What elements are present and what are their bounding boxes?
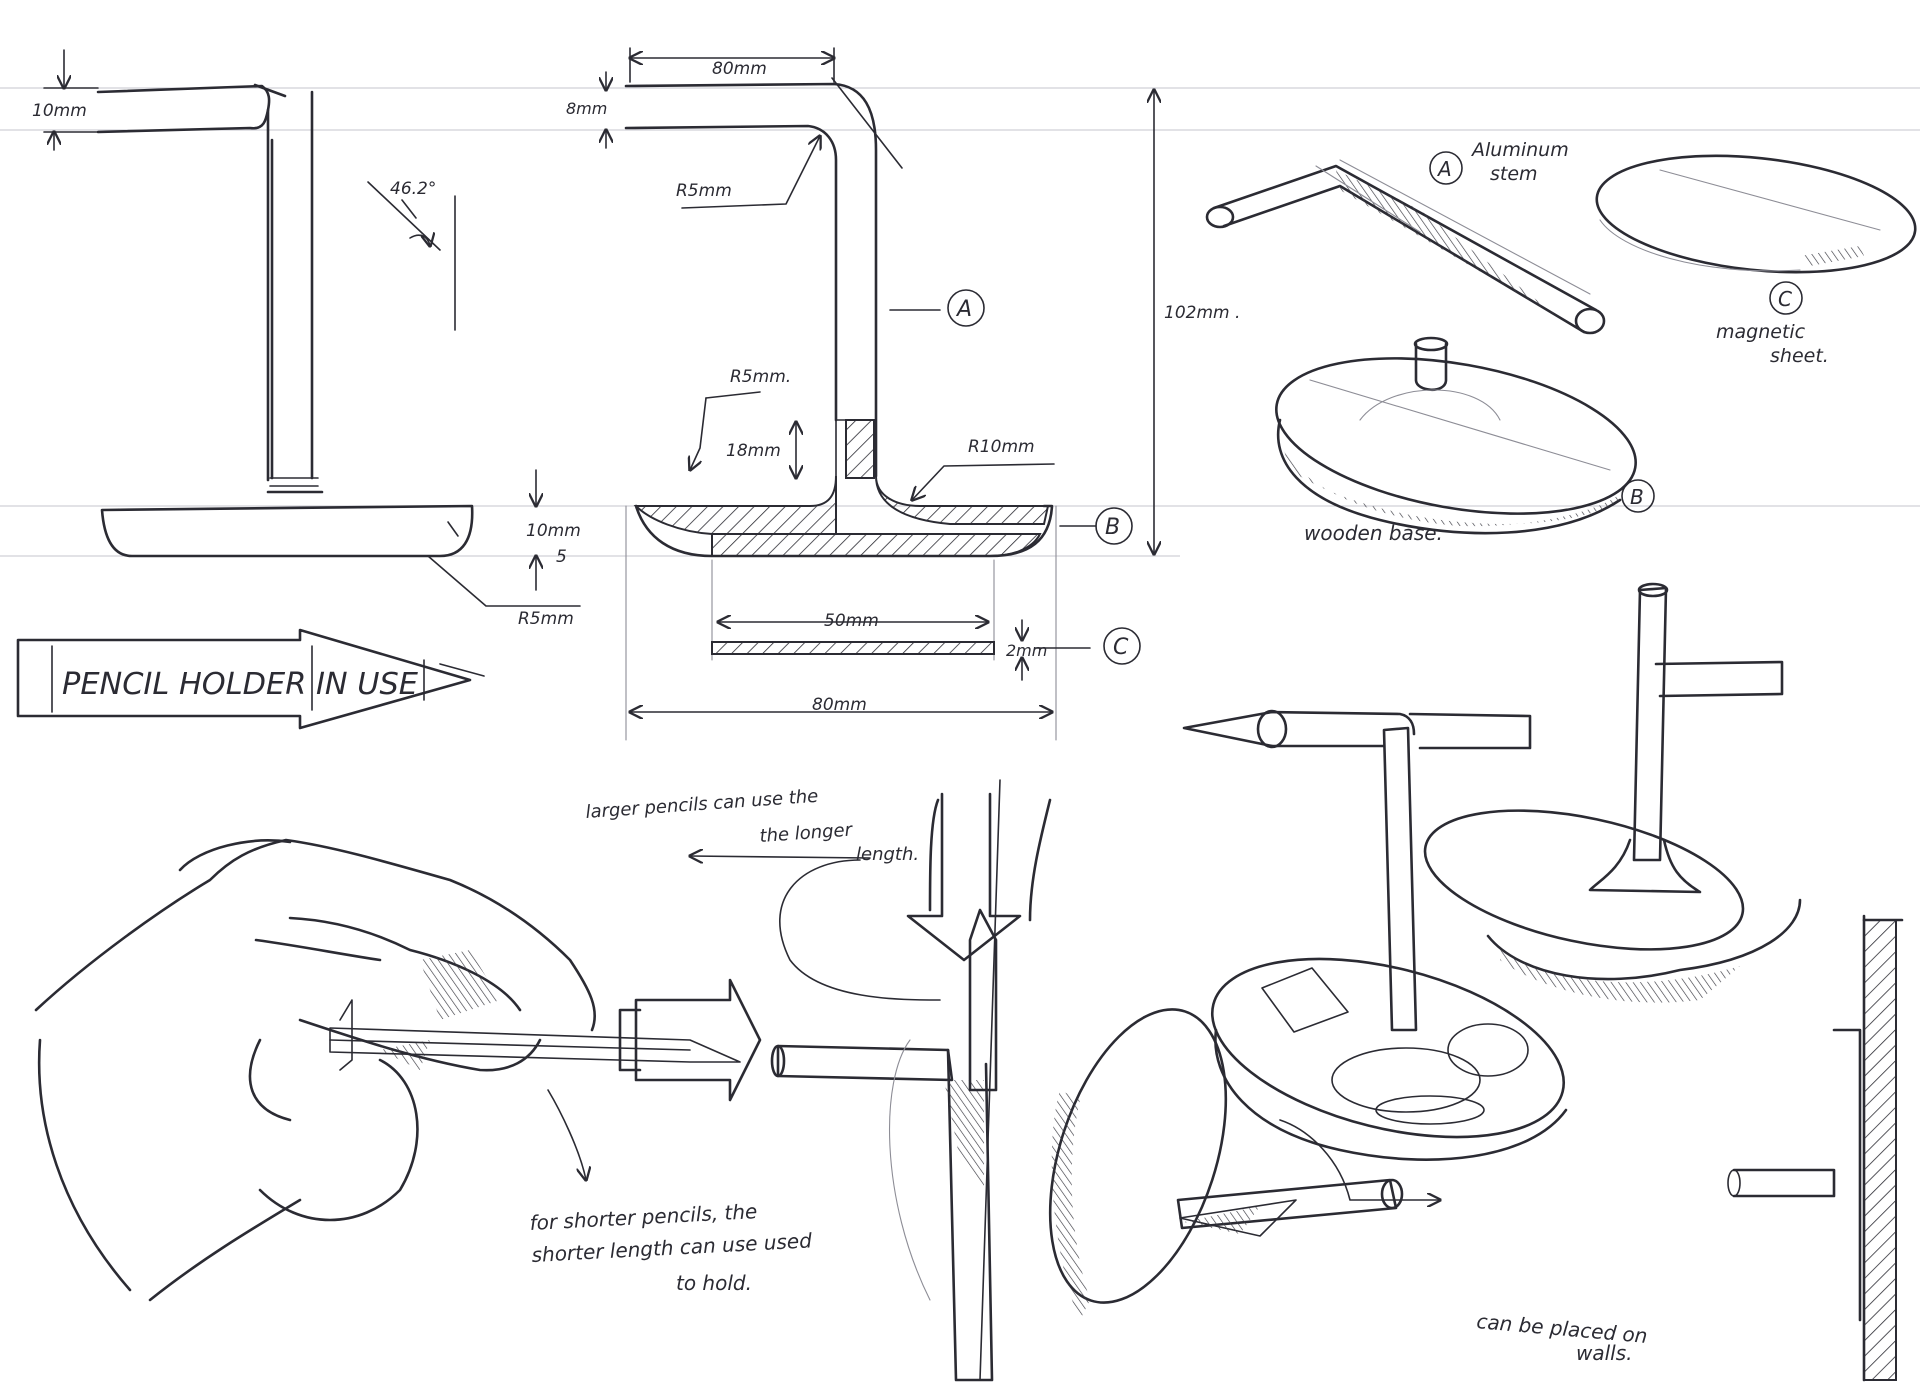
callout-b-circle [1095,507,1133,545]
label-wooden-base: wooden base. [1304,521,1443,545]
callout-a2-label: A [1436,157,1452,181]
dim-fillet-radius: R10mm [968,437,1035,457]
note-longer-line2: the longer [759,819,854,847]
dim-base-width: 80mm [812,695,867,715]
note-shorter-line2: shorter length can use used [531,1228,813,1267]
section-view-drawing [606,47,1097,741]
assembly-perspective-sketch [1048,582,1904,1382]
sheet-title: PENCIL HOLDER IN USE [62,667,418,702]
dim-arm-length: 80mm [712,59,767,79]
callout-a-circle [947,289,985,327]
note-wall-line2: walls. [1576,1341,1633,1365]
label-sheet-line2: sheet. [1770,345,1829,367]
dim-overall-height: 102mm . [1164,303,1240,323]
dim-socket-depth: 18mm [726,441,781,461]
callout-a-label: A [955,297,972,322]
callout-b-label: B [1105,515,1120,540]
wooden-base-sketch [1275,336,1637,535]
callout-b2-label: B [1630,485,1644,509]
hand-with-pencil-sketch [34,838,741,1302]
magnetic-sheet-sketch [1595,154,1917,274]
dim-edge-radius: R5mm [518,609,574,629]
dim-top-height: 10mm [32,101,87,121]
dim-edge-offset: 5 [556,547,567,567]
callout-b2-circle [1621,479,1655,513]
note-longer-line1: larger pencils can use the [585,786,819,823]
dim-arm-height: 8mm [566,99,607,118]
dim-base-radius: R5mm. [730,367,791,387]
note-longer-line3: length. [856,844,919,865]
label-sheet-line1: magnetic [1716,321,1806,343]
callout-c2-circle [1769,281,1803,315]
callout-c-label: C [1113,635,1129,660]
dim-angle: 46.2° [390,179,436,199]
callout-c2-label: C [1778,287,1792,311]
holder-usage-sketch [547,779,1052,1382]
dim-bend-radius: R5mm [676,181,732,201]
dim-sheet-thickness: 2mm [1006,641,1047,660]
label-stem-line2: stem [1490,163,1538,185]
dim-sheet-width: 50mm [824,611,879,631]
aluminum-stem-sketch [1205,159,1606,335]
note-shorter-line1: for shorter pencils, the [529,1199,758,1235]
title-arrow-banner [16,628,485,730]
callout-c-circle [1103,627,1141,665]
dim-base-thickness: 10mm [526,521,581,541]
callout-a2-circle [1429,151,1463,185]
note-shorter-line3: to hold. [676,1271,752,1295]
side-view-drawing [43,49,581,607]
label-stem-line1: Aluminum [1470,139,1569,161]
